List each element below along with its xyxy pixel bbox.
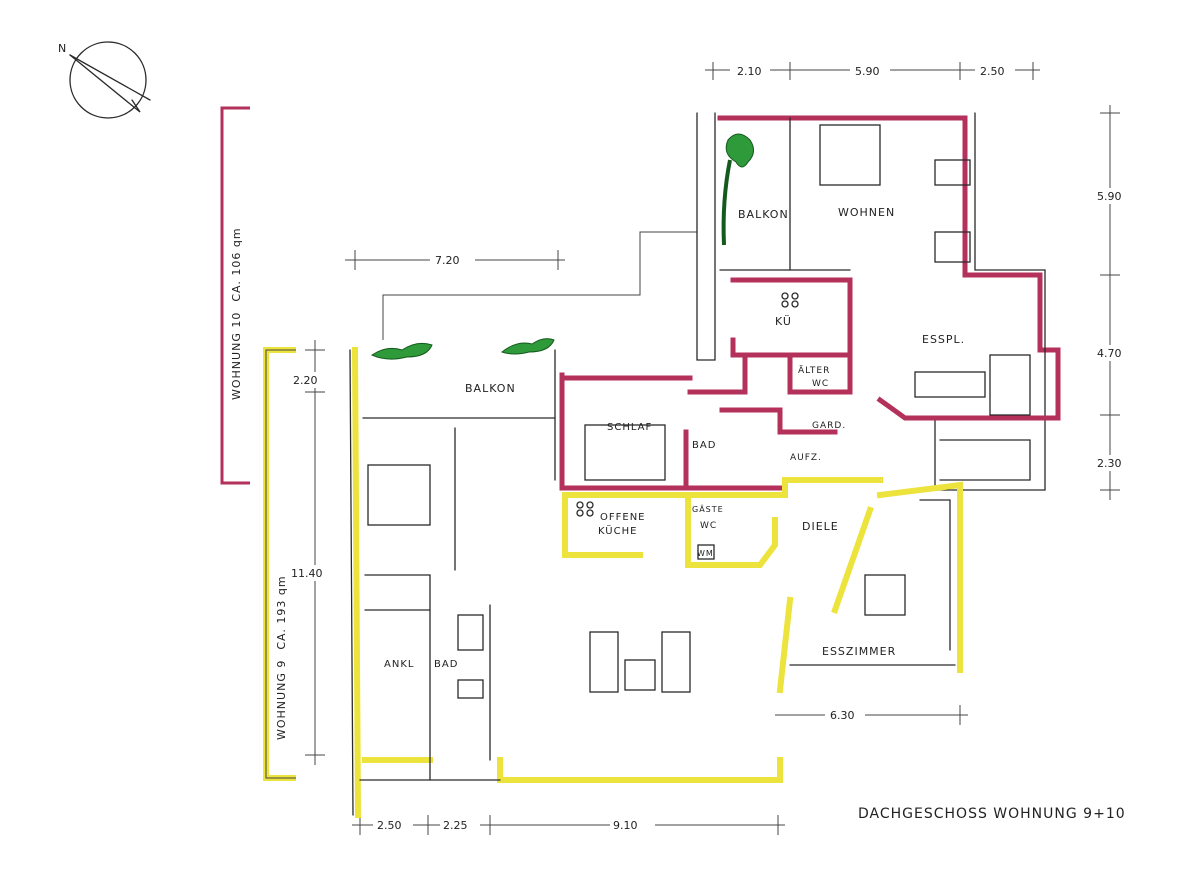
dim-top-1: 2.10 (737, 65, 762, 78)
dim-right-3: 2.30 (1097, 457, 1122, 470)
roof-outline (382, 231, 697, 340)
room-gaeste-wc-2: WC (700, 521, 717, 531)
room-schlaf: SCHLAF (607, 422, 652, 433)
room-bad-10: BAD (692, 440, 716, 451)
dim-dining: 6.30 (830, 709, 855, 722)
unit-9-walls (349, 346, 963, 819)
room-gaeste-wc: GÄSTE (692, 504, 724, 514)
room-aelter-wc-2: WC (812, 379, 829, 389)
dim-right-1: 5.90 (1097, 190, 1122, 203)
unit-9-bracket: WOHNUNG 9CA. 193 qm (263, 347, 296, 781)
room-diele: DIELE (802, 520, 839, 533)
room-balkon-9: BALKON (465, 382, 516, 395)
dim-top-2: 5.90 (855, 65, 880, 78)
unit-10-walls (687, 112, 1061, 491)
room-esszimmer: ESSZIMMER (822, 645, 896, 658)
dimension-dining (775, 705, 968, 725)
dim-bottom-1: 2.50 (377, 819, 402, 832)
room-esspl: ESSPL. (922, 333, 965, 346)
dim-left-2: 11.40 (291, 567, 323, 580)
dim-left-1: 2.20 (293, 374, 318, 387)
unit-10-bracket: WOHNUNG 10CA. 106 qm (220, 106, 250, 485)
unit-10-label: WOHNUNG 10CA. 106 qm (230, 227, 243, 400)
dim-bottom-3: 9.10 (613, 819, 638, 832)
room-offene-kueche-2: KÜCHE (598, 524, 637, 537)
dimensions-left (305, 340, 325, 765)
dimensions-bottom (352, 815, 785, 835)
room-aelter-wc: ÄLTER (798, 365, 830, 376)
balcony-plant-10 (721, 133, 754, 246)
balcony-plants-9 (370, 338, 555, 360)
north-label: N (58, 42, 66, 55)
dimensions-right (1100, 105, 1120, 500)
dim-bottom-2: 2.25 (443, 819, 468, 832)
room-wohnen: WOHNEN (838, 206, 895, 219)
dim-right-2: 4.70 (1097, 347, 1122, 360)
room-wm: WM (697, 549, 714, 558)
room-bad-9: BAD (434, 659, 458, 670)
room-kueche: KÜ (775, 315, 792, 328)
plan-title: DACHGESCHOSS WOHNUNG 9+10 (858, 806, 1126, 822)
dim-balkon: 7.20 (435, 254, 460, 267)
room-ankl: ANKL (384, 659, 414, 670)
room-offene-kueche: OFFENE (600, 512, 646, 523)
room-balkon-10: BALKON (738, 208, 789, 221)
room-gard: GARD. (812, 421, 846, 431)
north-arrow-icon: N (58, 41, 151, 119)
dim-top-3: 2.50 (980, 65, 1005, 78)
unit-9-label: WOHNUNG 9CA. 193 qm (275, 575, 288, 740)
room-aufz: AUFZ. (790, 453, 822, 463)
room-labels: BALKON WOHNEN KÜ ESSPL. ÄLTER WC GARD. S… (384, 206, 965, 670)
